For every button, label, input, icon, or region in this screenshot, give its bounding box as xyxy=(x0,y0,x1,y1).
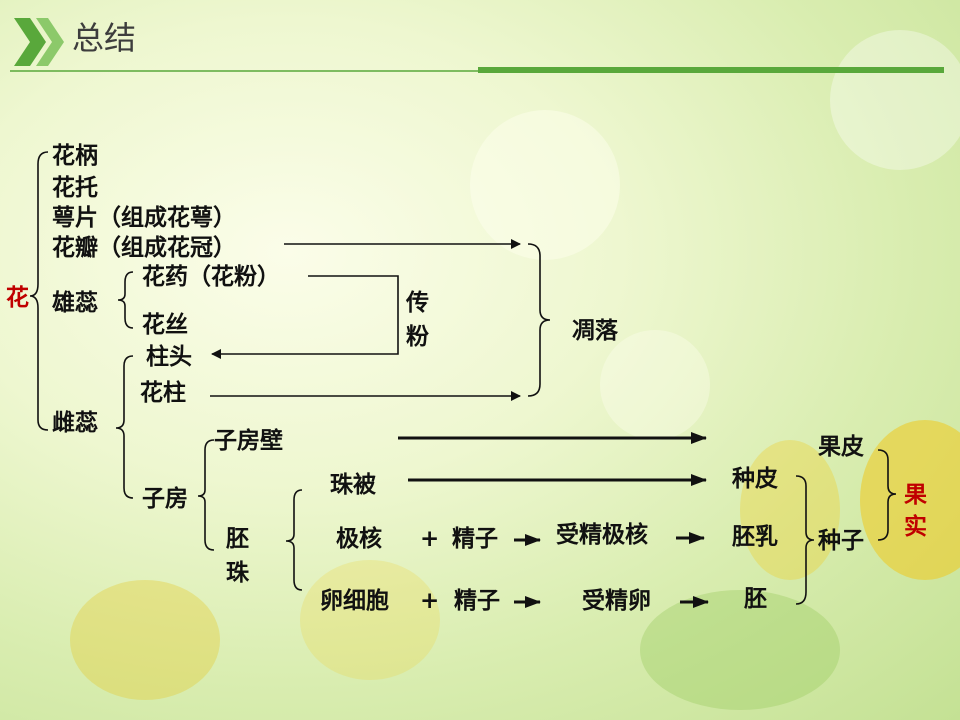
header-underline xyxy=(10,67,944,73)
brace-hua xyxy=(29,151,49,431)
label-jihe: 极核 xyxy=(336,526,382,552)
bokeh-light xyxy=(470,110,620,260)
label-zifang: 子房 xyxy=(142,486,188,512)
brace-zhongzi xyxy=(795,475,815,605)
label-chuan: 传 xyxy=(406,290,429,316)
label-jingzi-2: 精子 xyxy=(454,588,500,614)
dandelion-flower xyxy=(70,580,220,700)
label-zifangbi: 子房壁 xyxy=(214,428,283,454)
brace-zifang xyxy=(197,439,215,551)
label-zhongzi: 种子 xyxy=(818,528,864,554)
label-jingzi-1: 精子 xyxy=(452,526,498,552)
label-hua: 花 xyxy=(6,285,29,311)
label-shoujingluan: 受精卵 xyxy=(582,588,651,614)
bokeh-green xyxy=(640,590,840,710)
brace-cirui xyxy=(115,355,134,499)
label-zhubei: 珠被 xyxy=(330,472,376,498)
label-luanxibao: 卵细胞 xyxy=(320,588,389,614)
dandelion-flower xyxy=(740,440,840,580)
brace-xiongrui xyxy=(117,271,134,329)
label-huabing: 花柄 xyxy=(52,143,98,169)
bokeh-light xyxy=(600,330,710,440)
label-plus-1: + xyxy=(420,526,440,552)
brace-guoshi xyxy=(877,449,897,541)
label-guopi: 果皮 xyxy=(818,434,864,460)
label-pei: 胚 xyxy=(226,526,249,552)
arrow-chuanfen xyxy=(211,275,399,359)
label-shoujingjihe: 受精极核 xyxy=(556,522,648,548)
chevron-icon xyxy=(14,18,64,66)
label-zhongpi: 种皮 xyxy=(732,466,778,492)
label-fen: 粉 xyxy=(406,324,429,350)
label-peiru: 胚乳 xyxy=(732,524,778,550)
label-huasi: 花丝 xyxy=(142,312,188,338)
page-title: 总结 xyxy=(72,19,137,57)
dandelion-flower xyxy=(300,560,440,680)
bokeh-light xyxy=(830,30,960,170)
label-zhutou: 柱头 xyxy=(146,344,192,370)
label-huayao: 花药（花粉） xyxy=(142,264,280,290)
label-diaoluo: 凋落 xyxy=(572,318,618,344)
label-epian: 萼片（组成花萼） xyxy=(52,205,236,231)
dandelion-flower xyxy=(860,420,960,580)
label-huatuo: 花托 xyxy=(52,175,98,201)
brace-peizhu xyxy=(285,489,303,591)
brace-diaoluo xyxy=(527,243,551,397)
label-shi: 实 xyxy=(904,514,927,540)
label-zhu: 珠 xyxy=(226,560,249,586)
label-xiongrui: 雄蕊 xyxy=(52,290,98,316)
label-guo: 果 xyxy=(904,482,927,508)
label-huaban: 花瓣（组成花冠） xyxy=(52,235,236,261)
label-huazhu: 花柱 xyxy=(140,380,186,406)
label-pei-result: 胚 xyxy=(744,586,767,612)
label-plus-2: + xyxy=(420,588,440,614)
label-cirui: 雌蕊 xyxy=(52,410,98,436)
